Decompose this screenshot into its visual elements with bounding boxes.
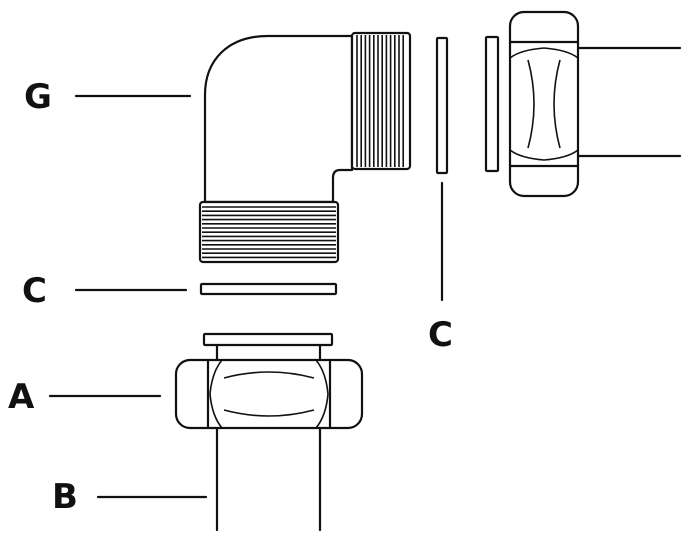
label-g: G	[24, 77, 52, 117]
bottom-pipe-flange	[202, 332, 334, 347]
elbow-vertical-threads	[198, 200, 340, 264]
elbow-horizontal-threads	[350, 31, 412, 171]
label-b: B	[52, 477, 78, 517]
right-compression-nut	[508, 10, 580, 198]
bottom-pipe-assembly	[174, 332, 364, 532]
right-pipe-flange	[484, 35, 500, 173]
elbow-body	[203, 34, 354, 204]
leader-lines	[48, 94, 444, 499]
label-c-right: C	[428, 315, 453, 355]
right-pipe-assembly	[484, 10, 682, 198]
washer-vertical	[435, 36, 449, 175]
label-a: A	[8, 377, 35, 417]
bottom-compression-nut	[174, 358, 364, 430]
label-c-left: C	[22, 271, 47, 311]
washer-horizontal	[199, 282, 338, 296]
elbow-fitting	[198, 31, 412, 264]
